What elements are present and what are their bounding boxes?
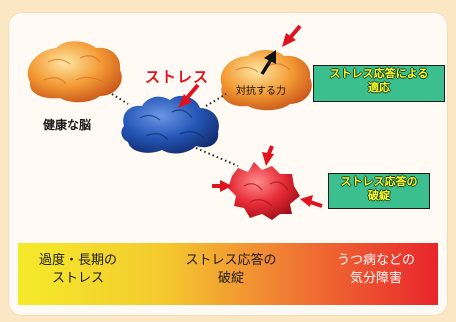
healthy-brain-label: 健康な脳 xyxy=(43,118,92,132)
red-pressure-arrow-icon xyxy=(282,24,302,47)
flow-step-mood-disorder: うつ病などの 気分障害 xyxy=(326,252,426,288)
resisting-force-label: 対抗する力 xyxy=(236,86,286,97)
flow-step-stress-line2: ストレス xyxy=(51,271,104,286)
stress-label: ストレス xyxy=(145,68,210,86)
flow-step-breakdown-line2: 破綻 xyxy=(217,271,244,286)
adapted-brain-icon xyxy=(220,50,312,111)
stress-arrow-icon xyxy=(178,83,200,108)
resisting-force-arrow-icon xyxy=(260,50,276,75)
healthy-brain-icon xyxy=(27,41,122,103)
flow-step-stress-line1: 過度・長期の xyxy=(38,253,117,268)
breakdown-box-line1: ストレス応答の xyxy=(340,175,418,188)
adaptation-box-line1: ストレス応答による xyxy=(329,67,429,80)
flow-step-mood-disorder-line2: 気分障害 xyxy=(349,271,402,286)
stressed-brain-icon xyxy=(121,95,219,154)
progression-bar xyxy=(18,243,438,305)
dotted-connectors xyxy=(111,93,239,167)
flow-step-breakdown-line1: ストレス応答の xyxy=(185,253,277,268)
flow-step-stress: 過度・長期の ストレス xyxy=(33,252,123,288)
flow-step-breakdown: ストレス応答の 破綻 xyxy=(175,252,287,288)
attack-arrows-icon xyxy=(212,145,323,208)
breakdown-box-line2: 破綻 xyxy=(368,189,390,202)
flow-step-mood-disorder-line1: うつ病などの xyxy=(336,253,415,268)
adaptation-box: ストレス応答による 適応 xyxy=(313,65,445,102)
breakdown-box: ストレス応答の 破綻 xyxy=(328,173,430,209)
broken-brain-icon xyxy=(228,162,300,220)
adaptation-box-line2: 適応 xyxy=(368,81,390,94)
